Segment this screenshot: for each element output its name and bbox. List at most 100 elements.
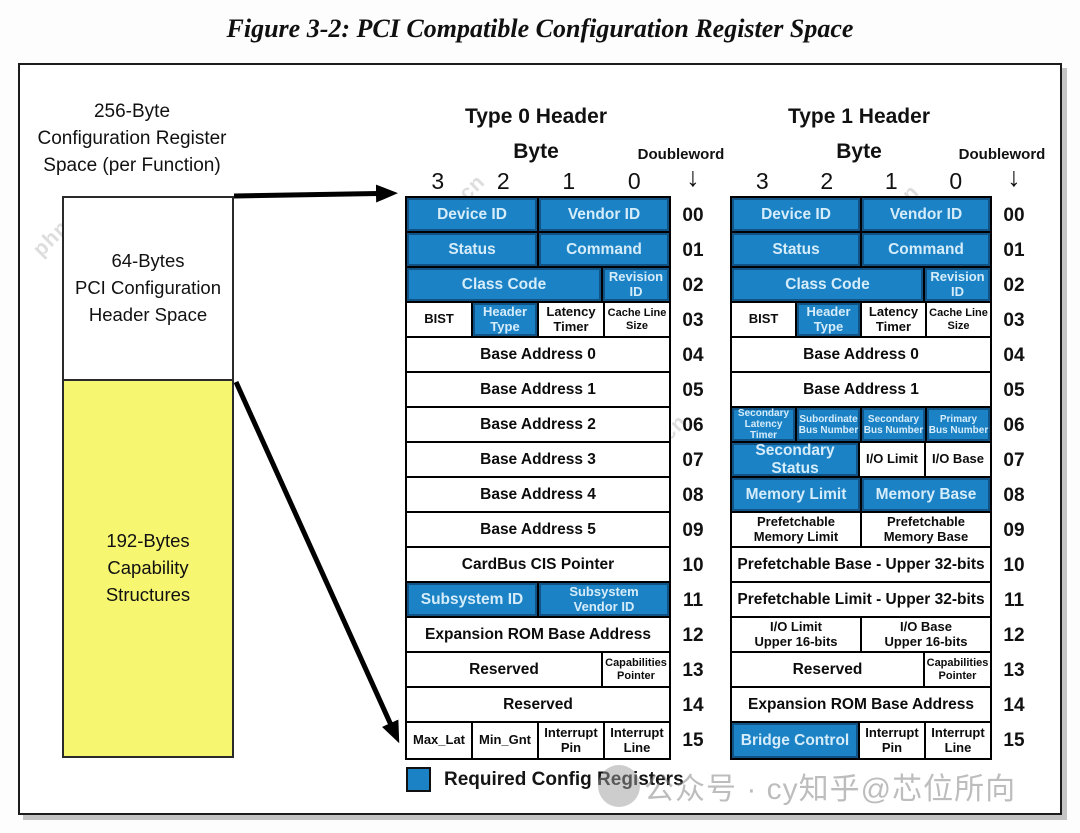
register-row: Base Address 0 [407,338,669,373]
register-row: Expansion ROM Base Address [732,688,990,723]
register-row: Base Address 5 [407,513,669,548]
legend-label: Required Config Registers [444,768,684,790]
down-arrow-icon: ↓ [686,162,700,192]
register-cell: Subordinate Bus Number [797,408,862,441]
register-cell: Revision ID [925,268,990,301]
doubleword-number: 01 [682,240,704,261]
doubleword-number: 04 [1003,345,1025,366]
register-cell: Revision ID [603,268,669,301]
register-cell: Base Address 3 [407,443,669,476]
register-cell: Base Address 1 [732,373,990,406]
doubleword-label: Doubleword [637,146,725,163]
register-cell: I/O Base Upper 16-bits [862,618,990,651]
register-cell: Expansion ROM Base Address [407,618,669,651]
register-cell: Command [539,233,669,266]
doubleword-number: 12 [1003,625,1025,646]
register-cell: Subsystem ID [407,583,539,616]
byte-number: 1 [562,168,576,194]
capability-region: 192-Bytes Capability Structures [64,381,232,756]
register-cell: Latency Timer [862,303,927,336]
register-cell: Header Type [473,303,539,336]
register-cell: Latency Timer [539,303,605,336]
doubleword-number: 10 [682,555,704,576]
type0-title: Type 0 Header [464,105,607,128]
register-cell: Interrupt Line [926,723,990,758]
register-cell: Base Address 5 [407,513,669,546]
register-row: Base Address 1 [732,373,990,408]
register-cell: Interrupt Pin [860,723,926,758]
register-row: Reserved [407,688,669,723]
social-watermark-text: 公众号 · cy知乎@芯位所向 [644,773,1017,806]
doubleword-number: 06 [1003,415,1025,436]
config-space-heading: 256-Byte Configuration Register Space (p… [37,101,227,176]
doubleword-number: 11 [682,590,704,611]
register-row: Base Address 0 [732,338,990,373]
register-cell: Expansion ROM Base Address [732,688,990,721]
header-space-label: 64-Bytes PCI Configuration Header Space [74,250,222,325]
register-row: CardBus CIS Pointer [407,548,669,583]
register-row: Base Address 3 [407,443,669,478]
figure-frame: php.cn php.cn php.cn php.cn php.cn php.c… [18,63,1062,815]
byte-number: 0 [627,168,641,194]
register-cell: Reserved [407,653,603,686]
byte-number: 3 [755,168,769,194]
register-cell: Base Address 0 [407,338,669,371]
register-cell: Reserved [407,688,669,721]
register-cell: Status [732,233,862,266]
doubleword-number: 09 [1003,520,1025,541]
byte-number: 3 [431,168,445,194]
byte-label: Byte [513,140,559,163]
register-cell: Min_Gnt [473,723,539,758]
doubleword-number: 12 [682,625,704,646]
register-cell: Secondary Status [732,443,860,476]
register-cell: CardBus CIS Pointer [407,548,669,581]
doubleword-number: 13 [1003,660,1025,681]
byte-label: Byte [836,140,882,163]
doubleword-label: Doubleword [958,146,1046,163]
doubleword-number: 03 [1003,310,1025,331]
register-cell: Capabilities Pointer [925,653,990,686]
register-cell: Secondary Latency Timer [732,408,797,441]
register-cell: Max_Lat [407,723,473,758]
doubleword-number: 02 [682,275,704,296]
register-cell: I/O Limit [860,443,926,476]
doubleword-number: 07 [1003,450,1025,471]
register-cell: Memory Limit [732,478,862,511]
doubleword-number: 10 [1003,555,1025,576]
down-arrow-icon: ↓ [1007,162,1021,192]
register-row: Expansion ROM Base Address [407,618,669,653]
doubleword-number: 04 [682,345,704,366]
register-cell: Prefetchable Limit - Upper 32-bits [732,583,990,616]
required-config-swatch [406,767,431,792]
register-cell: Vendor ID [862,198,990,231]
doubleword-number: 14 [1003,695,1025,716]
doubleword-number: 03 [682,310,704,331]
register-cell: Prefetchable Memory Limit [732,513,862,546]
doubleword-number: 01 [1003,240,1025,261]
doubleword-number: 05 [1003,380,1025,401]
doubleword-number: 06 [682,415,704,436]
register-cell: Bridge Control [732,723,860,758]
register-row: Base Address 1 [407,373,669,408]
register-row: Prefetchable Base - Upper 32-bits [732,548,990,583]
register-cell: Primary Bus Number [927,408,990,441]
doubleword-number: 07 [682,450,704,471]
register-row: Prefetchable Limit - Upper 32-bits [732,583,990,618]
